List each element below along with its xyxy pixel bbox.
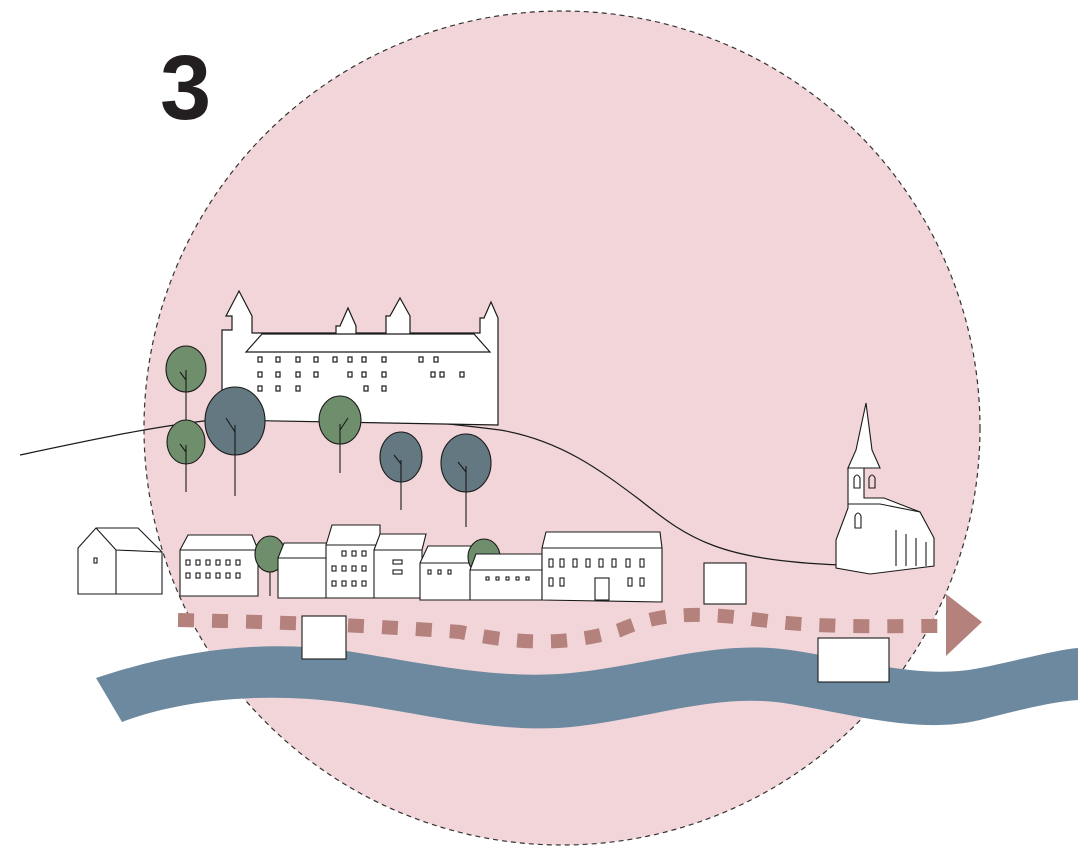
marker-box-1 [302, 616, 346, 659]
building-3 [326, 525, 380, 598]
marker-box-3 [818, 638, 889, 682]
marker-box-2 [704, 563, 746, 604]
building-2 [278, 543, 328, 598]
route-arrow [946, 594, 982, 656]
building-4 [374, 534, 426, 598]
house-left [78, 528, 162, 594]
building-6 [470, 554, 542, 600]
building-1 [180, 535, 258, 596]
building-5 [420, 546, 474, 600]
building-7 [542, 532, 662, 602]
